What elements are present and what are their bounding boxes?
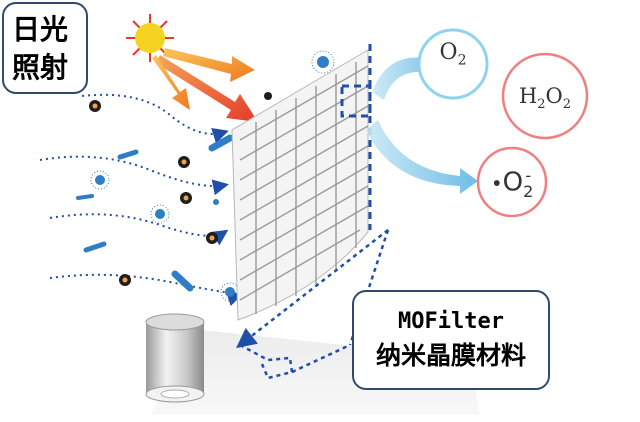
airflow-arrows xyxy=(39,93,243,307)
sunlight-label-line2: 照射 xyxy=(12,51,69,84)
filter-label-line1: MOFilter xyxy=(398,309,504,334)
filter-mesh-icon xyxy=(231,44,372,321)
filter-label-line2: 纳米晶膜材料 xyxy=(375,341,526,370)
oxygen-label: O2 xyxy=(439,40,467,69)
sunlight-label: 日光 照射 xyxy=(2,2,88,94)
floor-shadow xyxy=(150,330,480,415)
filter-cartridge-icon xyxy=(145,313,205,403)
particle-icon xyxy=(89,92,272,286)
zoom-lines xyxy=(236,229,390,380)
light-arrow-icon xyxy=(152,48,258,122)
fiber-icon xyxy=(76,134,234,292)
oxygen-circle xyxy=(417,28,489,100)
sunlight-label-line1: 日光 xyxy=(12,13,69,46)
hydrogen-peroxide-label: H2O2 xyxy=(518,84,572,113)
virus-icon xyxy=(95,56,329,297)
filter-material-label: MOFilter 纳米晶膜材料 xyxy=(352,290,550,390)
sun-icon xyxy=(126,14,174,62)
superoxide-circle xyxy=(476,146,548,218)
superoxide-label: •O2- xyxy=(490,166,534,201)
hydrogen-peroxide-circle xyxy=(501,52,589,140)
